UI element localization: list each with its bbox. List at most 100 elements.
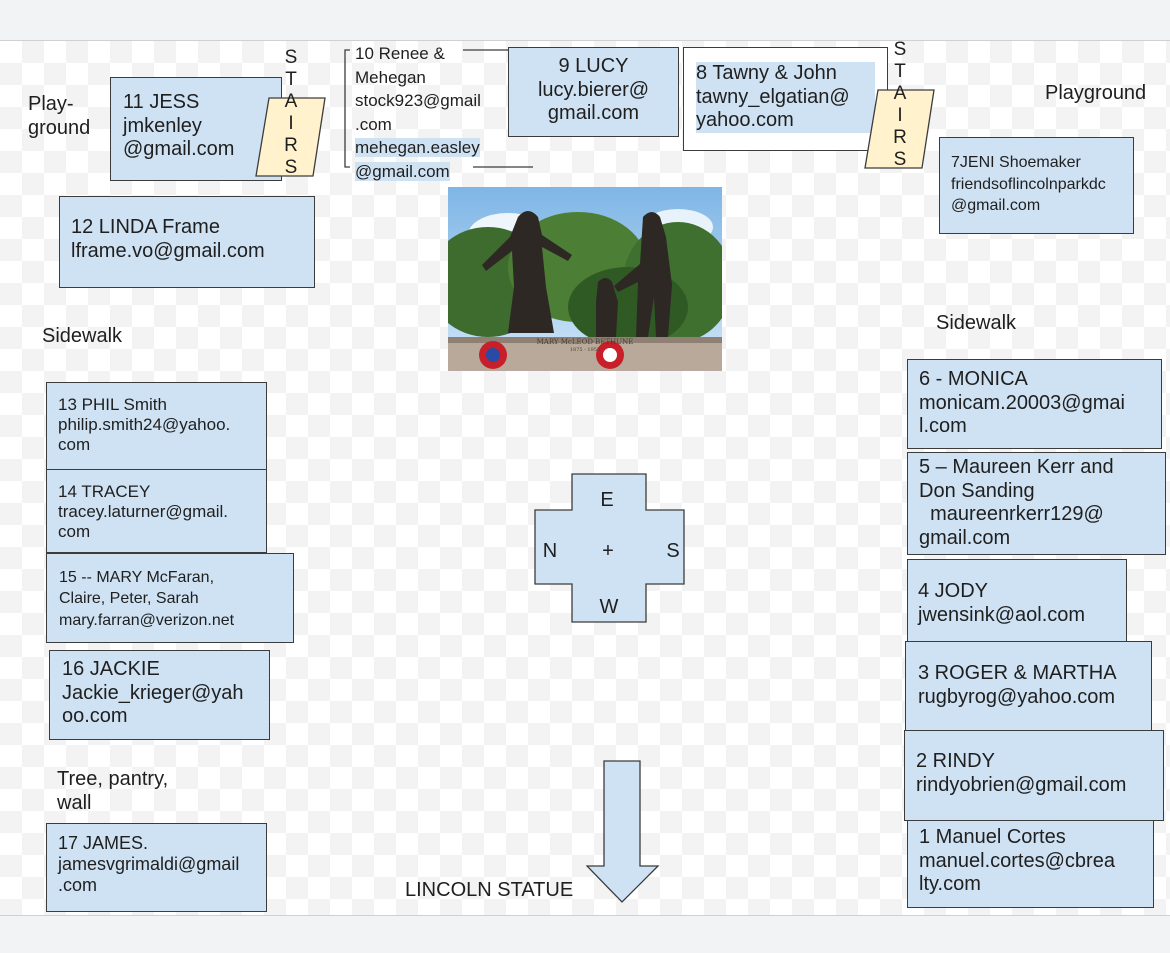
stairs-left: S T A I R S [281,47,301,179]
stairs-letter: T [894,61,906,82]
plot-14-line-2: tracey.laturner@gmail. [58,502,228,522]
plot-13-line-3: com [58,435,91,455]
plot-10-line-6: @gmail.com [355,161,450,181]
sidewalk-right-label: Sidewalk [936,312,1017,334]
compass-cross: E N + S W [534,473,685,623]
plot-10-line-2: Mehegan [355,67,426,87]
plot-4-line-2: jwensink@aol.com [918,603,1086,626]
plot-13-line-1: 13 PHIL Smith [58,395,167,414]
stairs-letter: A [284,91,298,112]
plot-17: 17 JAMES. jamesvgrimaldi@gmail .com [46,823,267,912]
down-arrow-icon [586,760,660,903]
plot-5-line-3: maureenrkerr129@ [919,503,1104,526]
stairs-letter: S [893,39,907,60]
plot-8: 8 Tawny & John tawny_elgatian@ yahoo.com [683,47,888,151]
plaque-name: MARY McLEOD BETHUNE [537,338,634,346]
stairs-left-shape [255,97,326,177]
plot-10-line-1: 10 Renee & [355,44,445,63]
stairs-right: S T A I R S [890,39,910,171]
plot-8-line-1: 8 Tawny & John [696,62,875,86]
plot-7-line-3: @gmail.com [951,197,1041,215]
tree-pantry-label: Tree, pantry, wall [57,768,169,814]
stairs-letter: R [284,135,298,156]
plot-5-line-2: Don Sanding [919,479,1035,502]
compass-east: E [600,489,613,511]
plot-16: 16 JACKIE Jackie_krieger@yah oo.com [49,650,270,740]
plot-8-line-2: tawny_elgatian@ [696,85,875,110]
plot-15-line-2: Claire, Peter, Sarah [59,590,199,608]
plot-10-line-3: stock923@gmail [355,91,481,110]
plot-6: 6 - MONICA monicam.20003@gmai l.com [907,359,1162,449]
stairs-letter: S [284,47,298,68]
playground-left-label: Play- ground [28,93,91,139]
garden-plot-map: Play- ground Playground Sidewalk Sidewal… [0,39,1170,916]
plot-17-line-3: .com [58,875,98,896]
plot-15: 15 -- MARY McFaran, Claire, Peter, Sarah… [46,553,294,643]
plot-12-line-1: 12 LINDA Frame [71,216,220,238]
compass-south: S [666,540,679,562]
plot-14-line-3: com [58,522,91,542]
plot-1-line-1: 1 Manuel Cortes [919,826,1066,848]
plot-7: 7JENI Shoemaker friendsoflincolnparkdc @… [939,137,1134,234]
plot-5-line-1: 5 – Maureen Kerr and [919,456,1114,478]
stairs-letter: S [893,149,907,170]
plot-2: 2 RINDY rindyobrien@gmail.com [904,730,1164,821]
plot-2-line-2: rindyobrien@gmail.com [916,773,1127,796]
plot-4: 4 JODY jwensink@aol.com [907,559,1127,649]
stairs-letter: S [284,157,298,178]
plot-7-line-1: 7JENI Shoemaker [951,154,1081,171]
plot-12-line-2: lframe.vo@gmail.com [71,239,265,262]
plot-15-line-3: mary.farran@verizon.net [59,611,235,629]
plot-6-line-3: l.com [919,415,967,438]
plot-6-line-2: monicam.20003@gmai [919,391,1125,414]
plot-10-bracket [344,49,533,168]
playground-right-label: Playground [1045,82,1147,104]
plot-5: 5 – Maureen Kerr and Don Sanding maureen… [907,452,1166,555]
plot-10-line-4: .com [355,114,392,134]
plot-11-line-2: jmkenley [123,114,202,137]
plot-15-line-1: 15 -- MARY McFaran, [59,569,215,586]
plot-16-line-3: oo.com [62,705,128,728]
stairs-letter: R [893,127,907,148]
stairs-letter: I [897,105,903,126]
plot-17-line-2: jamesvgrimaldi@gmail [58,854,240,875]
plot-11-line-1: 11 JESS [123,91,200,113]
plot-17-line-1: 17 JAMES. [58,833,149,853]
compass-west: W [600,596,619,618]
compass-center: + [602,540,614,562]
stairs-letter: I [288,113,294,134]
plot-1-line-3: lty.com [919,873,981,896]
stairs-right-shape [864,89,935,169]
plot-6-line-1: 6 - MONICA [919,368,1028,390]
plot-10: 10 Renee & Mehegan stock923@gmail .com m… [355,42,481,183]
plaque-years: 1875 - 1955 [570,347,600,353]
plot-10-line-5: mehegan.easley [355,138,480,157]
compass-north: N [543,540,557,562]
stairs-letter: A [893,83,907,104]
lincoln-statue-label: LINCOLN STATUE [405,879,574,901]
plot-11-line-3: @gmail.com [123,138,235,161]
plot-7-line-2: friendsoflincolnparkdc [951,175,1106,193]
plot-9-line-1: 9 LUCY [558,55,629,77]
plot-13: 13 PHIL Smith philip.smith24@yahoo. com [46,382,267,470]
plot-16-line-1: 16 JACKIE [62,658,160,680]
plot-3-line-1: 3 ROGER & MARTHA [918,662,1117,684]
plot-1: 1 Manuel Cortes manuel.cortes@cbrea lty.… [907,820,1154,908]
plot-3: 3 ROGER & MARTHA rugbyrog@yahoo.com [905,641,1152,732]
stairs-letter: T [285,69,297,90]
plot-16-line-2: Jackie_krieger@yah [62,681,244,704]
plot-9-line-3: gmail.com [547,102,640,125]
plot-8-line-3: yahoo.com [696,109,875,133]
plot-9-line-2: lucy.bierer@ [537,78,650,101]
plot-14: 14 TRACEY tracey.laturner@gmail. com [46,469,267,553]
plot-12: 12 LINDA Frame lframe.vo@gmail.com [59,196,315,288]
plot-5-line-4: gmail.com [919,526,1011,549]
plot-1-line-2: manuel.cortes@cbrea [919,849,1115,872]
plot-13-line-2: philip.smith24@yahoo. [58,415,231,435]
sidewalk-left-label: Sidewalk [42,325,123,347]
plot-3-line-2: rugbyrog@yahoo.com [918,685,1116,708]
plot-4-line-1: 4 JODY [918,580,989,602]
plot-14-line-1: 14 TRACEY [58,482,151,501]
plot-2-line-1: 2 RINDY [916,750,995,772]
statue-photo: MARY McLEOD BETHUNE 1875 - 1955 [448,187,722,371]
